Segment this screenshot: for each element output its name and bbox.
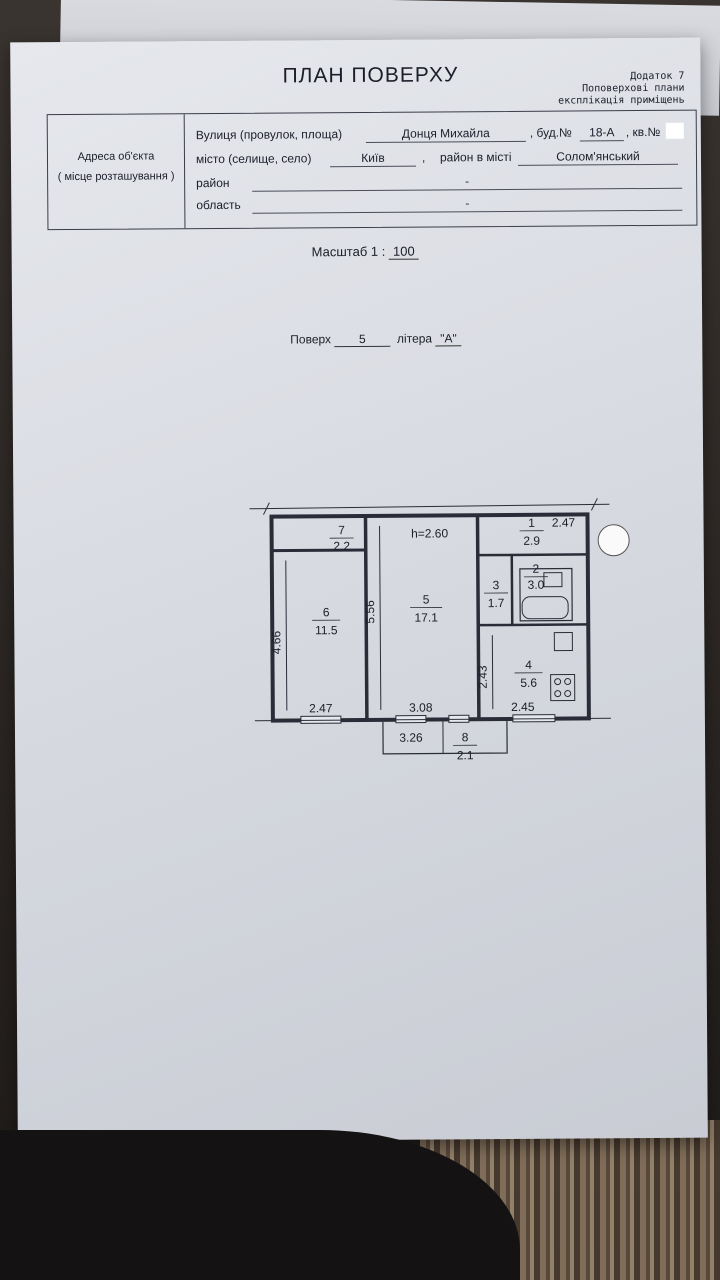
region-row: область - [196,194,686,216]
room-5-number: 5 [423,593,430,607]
room-2-area: 3.0 [528,578,545,592]
wall-kitchen-top [478,623,589,627]
district-row: район - [196,172,686,194]
room-8-area: 2.1 [457,748,474,762]
building-value: 18-А [579,125,624,142]
address-table: Адреса об'єкта ( місце розташування ) Ву… [46,109,698,231]
room-5-area: 17.1 [414,610,438,624]
scale-value: 100 [388,243,419,260]
district-label: район [196,175,230,191]
dark-foreground-object [0,1130,520,1280]
room-8-number: 8 [462,730,469,744]
wall-1-2 [477,553,588,557]
room5-height-dim: 5.56 [363,600,377,624]
city-district-label: район в місті [439,149,512,165]
region-label: область [196,197,241,213]
district-value: - [252,172,683,192]
wall-7-6 [271,548,366,553]
apartment-label: , кв.№ [625,124,661,140]
scale-line: Масштаб 1 : 100 [311,243,419,260]
room-6-number: 6 [323,605,330,619]
room-7-number: 7 [338,523,345,537]
letter-value: "А" [435,331,462,347]
room-4-area: 5.6 [520,676,537,690]
room-3-area: 1.7 [488,596,505,610]
city-value: Київ [329,150,417,168]
city-label: місто (селище, село) [195,151,312,167]
comma: , [421,150,426,165]
address-label-cell: Адреса об'єкта ( місце розташування ) [47,114,186,230]
apartment-redacted [665,122,684,139]
floor-line: Поверх 5 літера "А" [290,331,462,348]
floor-label: Поверх [290,332,332,347]
bottom-right-dim: 2.45 [511,700,535,714]
floor-value: 5 [334,331,391,348]
corridor-width: 2.47 [552,515,576,529]
location-label: ( місце розташування ) [57,170,175,184]
street-row: Вулиця (провулок, площа) Донця Михайла ,… [195,122,686,146]
bathtub-area [519,567,573,622]
floor-plan: 7 2.2 6 11.5 h=2.60 5 17.1 1 2.9 2.47 2 … [249,498,611,762]
balcony [382,720,508,755]
room-1-number: 1 [528,516,535,530]
ceiling-height: h=2.60 [411,526,448,540]
room6-height-dim: 4.66 [269,631,283,655]
balcony-width-dim: 3.26 [399,731,423,745]
address-label: Адреса об'єкта [77,150,155,163]
document-page: ПЛАН ПОВЕРХУ Додаток 7 Поповерхові плани… [10,37,708,1143]
kitchen-sink [553,632,573,652]
region-value: - [252,194,683,214]
room-3-number: 3 [493,578,500,592]
bottom-dimension-line [254,717,611,722]
street-value: Донця Михайла [365,125,526,143]
scale-label: Масштаб [311,243,368,260]
building-label: , буд.№ [529,125,572,140]
letter-label: літера [396,331,433,346]
bottom-left-dim: 2.47 [309,701,333,715]
wall-5-kitchen [475,515,481,720]
kitchen-height-dim: 2.43 [476,665,490,689]
room-1-area: 2.9 [523,534,540,548]
room-6-area: 11.5 [315,623,338,637]
appendix-line-3: експлікація приміщень [558,94,685,107]
city-district-value: Солом'янський [517,148,679,166]
redacted-stamp [597,524,630,557]
bathtub [521,596,569,620]
top-dimension-line [249,503,610,510]
scale-prefix: 1 : [370,243,386,259]
street-label: Вулиця (провулок, площа) [195,127,343,143]
city-row: місто (селище, село) Київ , район в міст… [195,148,686,170]
room-7-area: 2.2 [333,539,350,553]
room-4-number: 4 [525,658,532,672]
appendix-note: Додаток 7 Поповерхові плани експлікація … [524,70,685,108]
appendix-line-2: Поповерхові плани [582,82,685,95]
bottom-mid-dim: 3.08 [409,700,433,714]
appendix-line-1: Додаток 7 [630,70,685,83]
stove [550,673,576,702]
room-2-number: 2 [532,562,539,576]
sink [543,572,563,588]
